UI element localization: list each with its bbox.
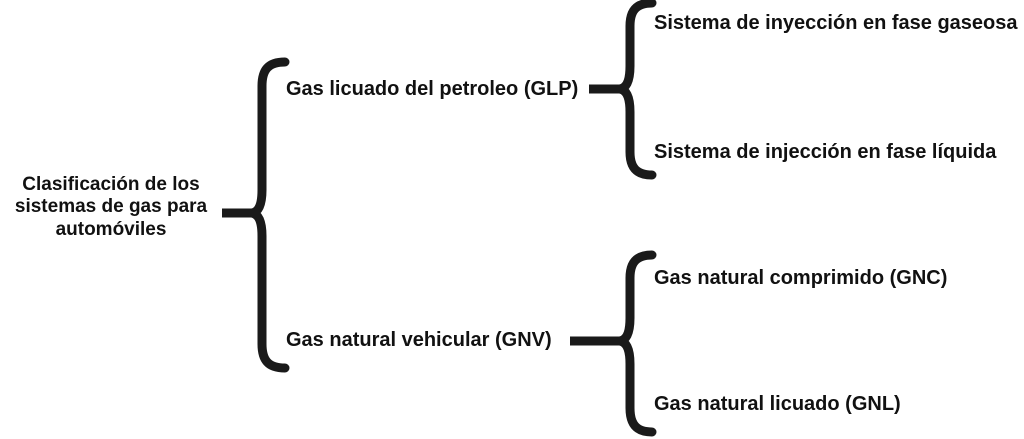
glp-children-brace xyxy=(615,0,657,180)
node-root-classification: Clasificación de los sistemas de gas par… xyxy=(0,174,222,241)
main-brace xyxy=(247,57,290,373)
node-sistema-injeccion-fase-liquida: Sistema de injección en fase líquida xyxy=(654,141,997,163)
node-root-line-3: automóviles xyxy=(55,218,167,240)
node-root-line-2: sistemas de gas para xyxy=(14,196,208,218)
node-root-line-1: Clasificación de los xyxy=(22,174,200,195)
node-gas-natural-comprimido-gnc: Gas natural comprimido (GNC) xyxy=(654,267,948,289)
node-gas-licuado-glp: Gas licuado del petroleo (GLP) xyxy=(286,78,579,100)
gnv-children-brace xyxy=(615,250,657,437)
node-gas-natural-gnv: Gas natural vehicular (GNV) xyxy=(286,329,552,351)
node-gas-natural-licuado-gnl: Gas natural licuado (GNL) xyxy=(654,393,901,415)
node-sistema-inyeccion-fase-gaseosa: Sistema de inyección en fase gaseosa xyxy=(654,12,1018,34)
